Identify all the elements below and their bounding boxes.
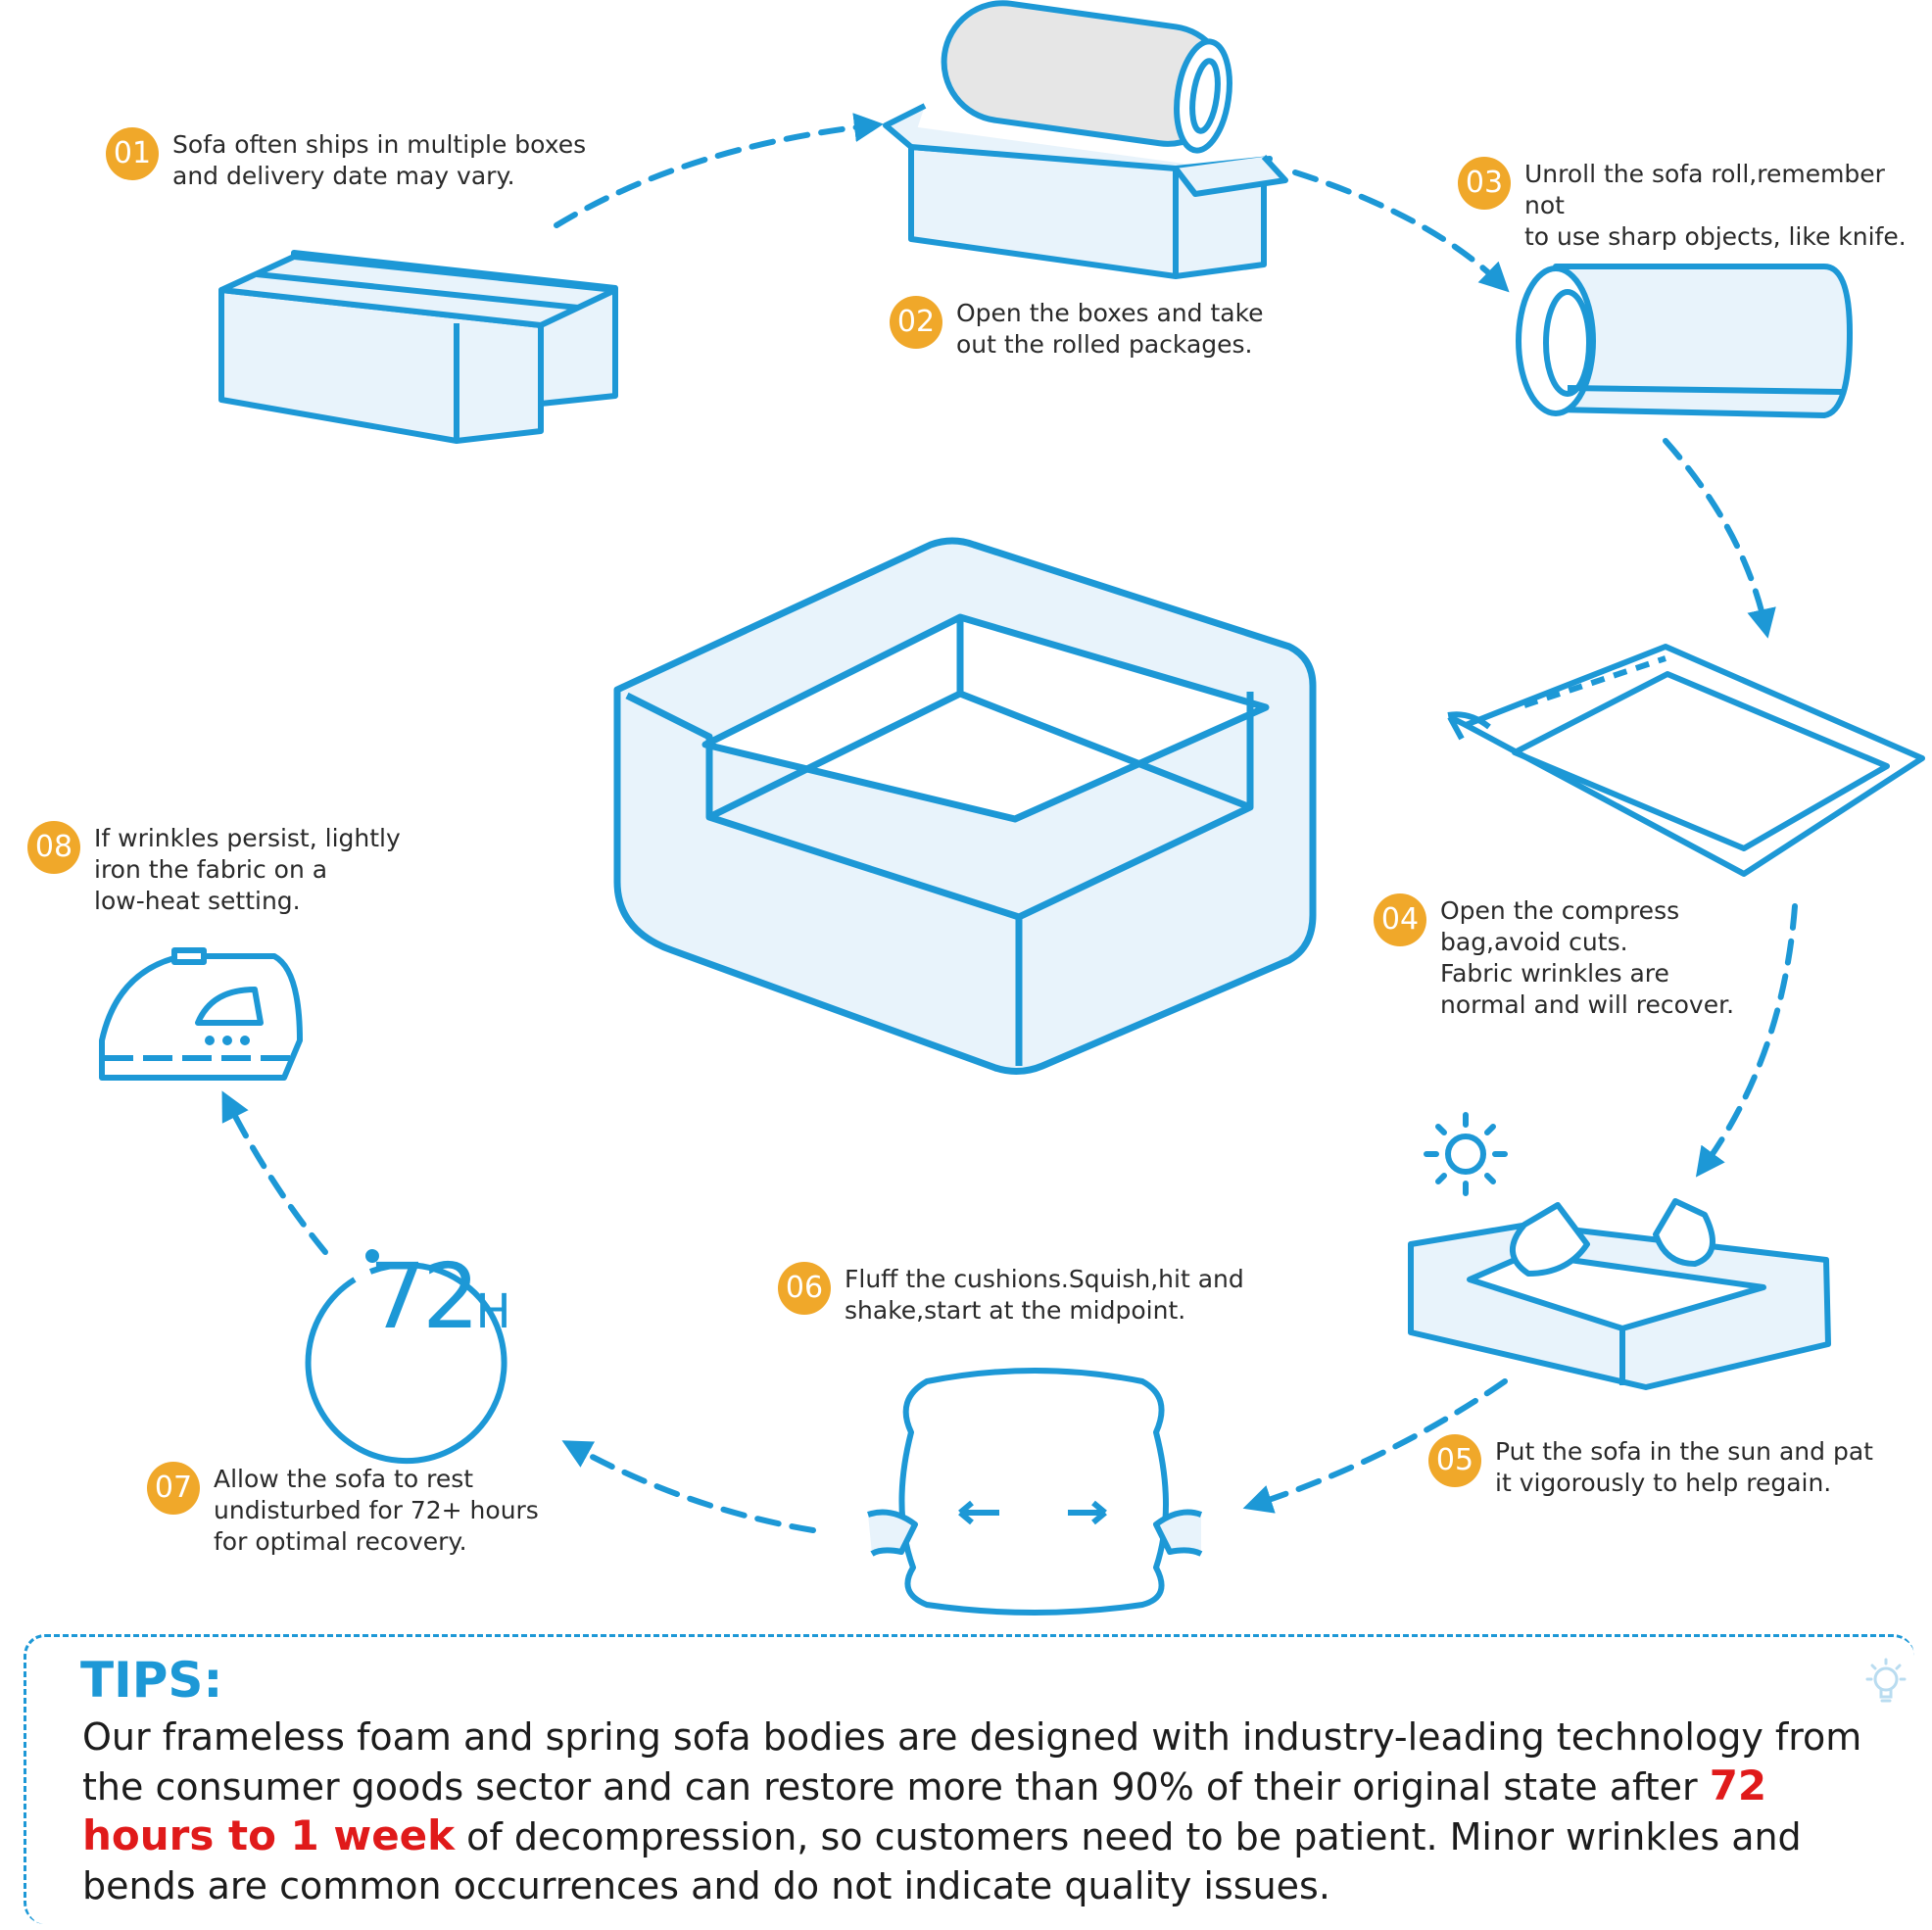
timer-unit: H (475, 1284, 511, 1339)
arrow-05-06 (1242, 1378, 1508, 1514)
arrow-04-05 (1695, 903, 1798, 1178)
sun-icon (1424, 1112, 1508, 1196)
step-badge: 03 (1458, 157, 1511, 210)
step-02: 02 Open the boxes and take out the rolle… (890, 296, 1264, 361)
timer-72h-icon (305, 1249, 507, 1465)
iron-icon (99, 947, 303, 1081)
cushion-icon (867, 1368, 1203, 1616)
arrow-02-03 (1292, 169, 1510, 293)
sofa-roll-icon (1516, 264, 1853, 418)
open-box-roll-icon (883, 0, 1288, 279)
step-03: 03 Unroll the sofa roll,remember not to … (1458, 157, 1932, 253)
step-badge: 04 (1374, 893, 1426, 946)
step-text: Fluff the cushions.Squish,hit and shake,… (845, 1265, 1244, 1325)
step-01: 01 Sofa often ships in multiple boxes an… (106, 127, 587, 192)
step-badge: 08 (27, 821, 80, 874)
tips-highlight: 72 hours to 1 week (82, 1761, 1767, 1859)
step-text: Sofa often ships in multiple boxes and d… (172, 130, 587, 190)
arrow-03-04 (1663, 438, 1776, 639)
compress-bag-icon (1447, 644, 1925, 877)
step-text: Unroll the sofa roll,remember not to use… (1524, 160, 1907, 251)
timer-label: 72H (337, 1244, 543, 1349)
step-text: If wrinkles persist, lightly iron the fa… (94, 824, 401, 915)
hands-patting-icon (1408, 1198, 1831, 1390)
tips-text-after: of decompression, so customers need to b… (82, 1815, 1802, 1907)
boxes-icon (218, 250, 618, 444)
tips-box (24, 1634, 1914, 1924)
step-05: 05 Put the sofa in the sun and pat it vi… (1428, 1434, 1873, 1499)
arrow-06-07 (561, 1440, 816, 1533)
tips-body: Our frameless foam and spring sofa bodie… (82, 1713, 1905, 1910)
step-07: 07 Allow the sofa to rest undisturbed fo… (147, 1462, 539, 1558)
step-text: Open the boxes and take out the rolled p… (956, 299, 1264, 359)
step-badge: 02 (890, 296, 942, 349)
arrow-07-08 (221, 1090, 328, 1255)
step-badge: 06 (778, 1262, 831, 1315)
lightbulb-icon (1865, 1658, 1907, 1703)
step-text: Allow the sofa to rest undisturbed for 7… (214, 1465, 539, 1556)
step-badge: 07 (147, 1462, 200, 1515)
step-06: 06 Fluff the cushions.Squish,hit and sha… (778, 1262, 1244, 1327)
step-text: Open the compress bag,avoid cuts. Fabric… (1440, 896, 1735, 1019)
tips-text-before: Our frameless foam and spring sofa bodie… (82, 1715, 1862, 1809)
arrow-01-02 (554, 113, 884, 228)
step-badge: 05 (1428, 1434, 1481, 1487)
timer-number: 72 (368, 1244, 479, 1349)
sofa-icon (613, 537, 1317, 1075)
step-badge: 01 (106, 127, 159, 180)
step-08: 08 If wrinkles persist, lightly iron the… (27, 821, 401, 917)
tips-title: TIPS: (80, 1652, 223, 1709)
step-04: 04 Open the compress bag,avoid cuts. Fab… (1374, 893, 1735, 1021)
step-text: Put the sofa in the sun and pat it vigor… (1495, 1437, 1873, 1497)
